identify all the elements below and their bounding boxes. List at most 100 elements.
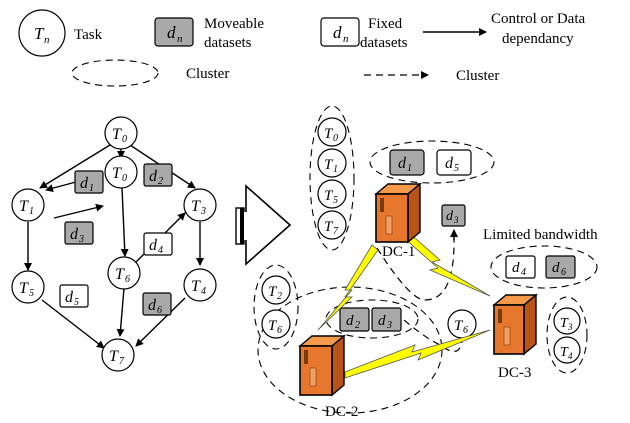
legend-fixed-d: d xyxy=(333,23,342,42)
wf-task-T4: T 4 xyxy=(183,268,217,302)
lone-T6-sub: 6 xyxy=(463,325,468,336)
svg-text:T: T xyxy=(324,157,334,173)
server-dc3-icon xyxy=(492,293,538,356)
svg-text:T: T xyxy=(560,316,569,331)
legend-control-label-2: dependancy xyxy=(502,31,574,47)
svg-text:d: d xyxy=(512,260,520,276)
legend-fixed-sub: n xyxy=(343,33,349,45)
svg-text:T: T xyxy=(191,198,201,215)
c2-T6: T 6 xyxy=(261,309,291,339)
legend-task-sub: n xyxy=(44,34,50,46)
svg-text:T: T xyxy=(324,219,334,235)
svg-text:d: d xyxy=(398,155,407,172)
wf-task-T7: T 7 xyxy=(101,338,135,372)
legend-fixed-label-1: Fixed xyxy=(368,16,403,32)
cluster-bandwidth xyxy=(490,245,598,289)
wf-d4-sub: 4 xyxy=(158,245,163,256)
lightning-dc1-dc3 xyxy=(403,231,491,297)
svg-text:T: T xyxy=(268,284,278,300)
svg-text:T: T xyxy=(324,126,334,142)
legend-fixed-label-2: datasets xyxy=(360,35,408,51)
c2-d2-sub: 2 xyxy=(355,320,360,331)
c1-T1: T 1 xyxy=(317,148,347,178)
c3-T3: T 3 xyxy=(553,307,581,335)
c1-T0-sub: 0 xyxy=(333,133,338,144)
legend-cluster-ellipse xyxy=(71,59,159,87)
svg-text:T: T xyxy=(19,280,29,297)
c1-T5: T 5 xyxy=(317,179,347,209)
workflow-graph: d 1 d 2 d 3 d 4 d 5 d 6 T 0 T 0 T 1 xyxy=(11,116,217,372)
svg-text:T: T xyxy=(268,318,278,334)
c2-d3-sub: 3 xyxy=(386,320,392,331)
svg-text:T: T xyxy=(115,266,125,283)
legend-movable-symbol: d n xyxy=(154,17,194,47)
wf-T5-sub: 5 xyxy=(29,288,34,299)
c1-T5-sub: 5 xyxy=(333,195,338,206)
wf-T0-mid-sub: 0 xyxy=(122,173,127,184)
legend-task-symbol: T n xyxy=(18,9,66,57)
c2-T6-sub: 6 xyxy=(277,325,282,336)
svg-text:d: d xyxy=(80,175,89,192)
legend-movable-sub: n xyxy=(177,33,183,45)
svg-text:d: d xyxy=(445,155,454,172)
legend-cluster-label-b: Cluster xyxy=(456,68,499,84)
wf-T3-sub: 3 xyxy=(200,206,206,217)
wf-task-T0-mid: T 0 xyxy=(104,155,138,189)
c2-T2-sub: 2 xyxy=(277,291,282,302)
bw-d6-sub: 6 xyxy=(561,267,566,278)
cluster-dc1-tasks xyxy=(309,105,355,251)
bw-d4-sub: 4 xyxy=(521,267,526,278)
legend-task-label: Task xyxy=(74,27,103,43)
legend-movable-label-1: Moveable xyxy=(204,16,264,32)
svg-text:d: d xyxy=(65,289,74,306)
wf-d3-sub: 3 xyxy=(78,234,84,245)
lightning-dc1-dc2 xyxy=(317,244,379,331)
wf-d1-sub: 1 xyxy=(89,183,94,194)
svg-text:T: T xyxy=(109,348,119,365)
svg-text:d: d xyxy=(70,226,79,243)
c3-T4: T 4 xyxy=(553,336,581,364)
wf-T7-sub: 7 xyxy=(119,356,125,367)
dc1-label: DC-1 xyxy=(382,244,415,260)
legend: T n Task d n Moveable datasets d n Fixed… xyxy=(18,9,585,87)
lone-T6: T 6 xyxy=(447,309,477,339)
wf-task-T1: T 1 xyxy=(11,188,45,222)
svg-text:T: T xyxy=(454,318,464,334)
cluster-dc2 xyxy=(257,286,443,414)
lightning-dc2-dc3 xyxy=(344,329,491,379)
svg-text:d: d xyxy=(552,260,560,276)
c1-moved-d3-sub: 3 xyxy=(453,215,459,225)
c1-T7-sub: 7 xyxy=(333,226,339,237)
svg-text:T: T xyxy=(191,278,201,295)
cluster-dc2-datasets xyxy=(325,299,419,339)
wf-d6-sub: 6 xyxy=(157,305,162,316)
wf-T1-sub: 1 xyxy=(29,206,34,217)
c3-T3-sub: 3 xyxy=(567,322,573,332)
c1-T0: T 0 xyxy=(317,117,347,147)
dc3-label: DC-3 xyxy=(498,365,531,381)
svg-text:d: d xyxy=(346,313,354,329)
c1-d5-sub: 5 xyxy=(454,163,459,174)
wf-task-T0-top: T 0 xyxy=(104,116,138,150)
wf-task-T6: T 6 xyxy=(107,256,141,290)
bandwidth-label: Limited bandwidth xyxy=(483,227,598,243)
dc2-label: DC-2 xyxy=(325,404,358,420)
svg-text:T: T xyxy=(19,198,29,215)
svg-text:T: T xyxy=(112,126,122,143)
svg-text:d: d xyxy=(149,237,158,254)
cluster-dc2-tasks xyxy=(253,264,299,350)
lightning-links xyxy=(317,231,491,379)
legend-fixed-symbol: d n xyxy=(320,17,360,47)
c2-T2: T 2 xyxy=(261,275,291,305)
c1-T1-sub: 1 xyxy=(333,164,338,175)
cluster-dc1-datasets xyxy=(369,140,495,184)
svg-text:T: T xyxy=(112,165,122,182)
wf-d2-sub: 2 xyxy=(158,176,163,187)
wf-task-T3: T 3 xyxy=(183,188,217,222)
svg-text:d: d xyxy=(149,168,158,185)
legend-movable-d: d xyxy=(167,23,176,42)
svg-text:d: d xyxy=(148,297,157,314)
legend-cluster-label-a: Cluster xyxy=(186,66,229,82)
